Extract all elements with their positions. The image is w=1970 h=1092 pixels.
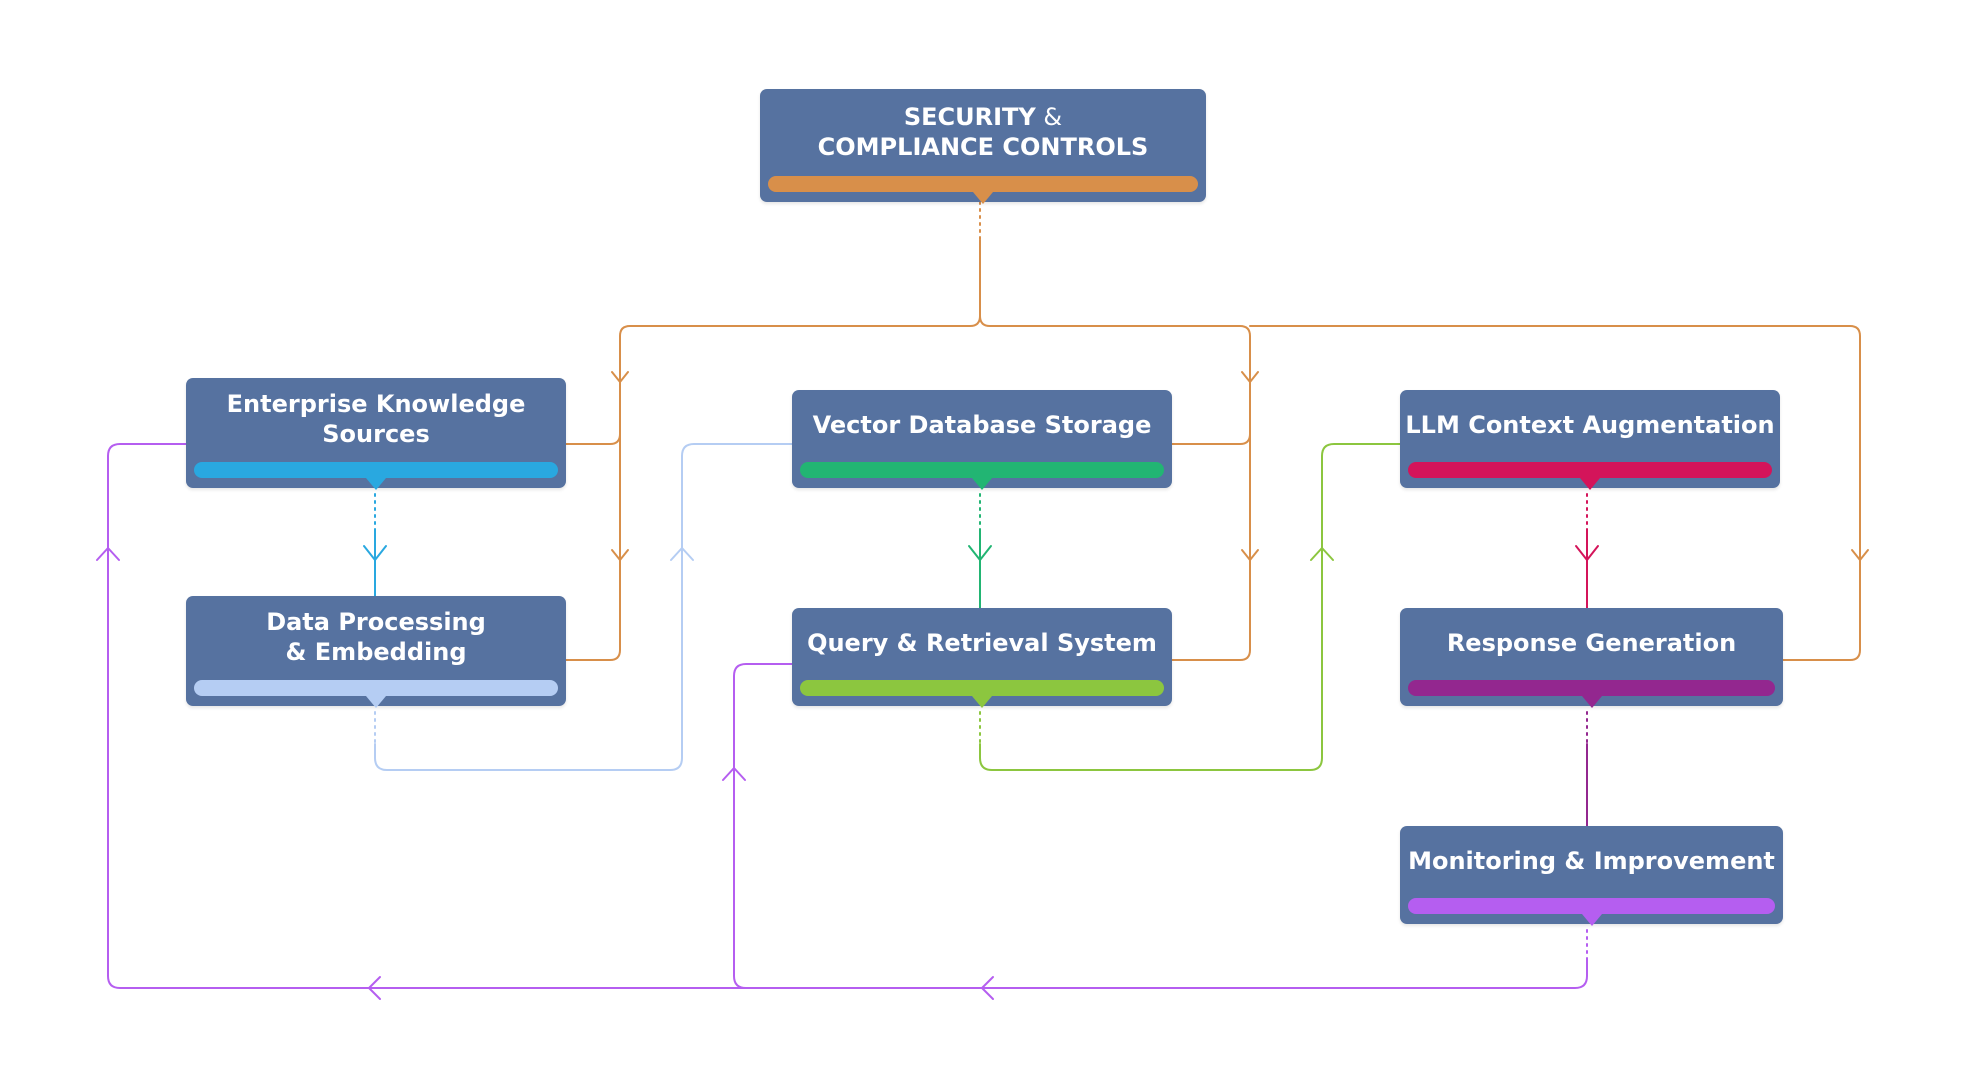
arrow-security-1 bbox=[611, 371, 629, 383]
bar-tip bbox=[366, 696, 386, 708]
label-line-2: COMPLIANCE CONTROLS bbox=[817, 132, 1149, 161]
color-bar bbox=[194, 462, 558, 478]
node-label: Query & Retrieval System bbox=[807, 629, 1157, 657]
arrow-vector bbox=[968, 545, 992, 561]
dataproc-link bbox=[374, 443, 793, 771]
label-main: SECURITY bbox=[903, 102, 1036, 131]
security-trunk bbox=[565, 239, 981, 661]
node-llm-context-augmentation[interactable]: LLM Context Augmentation bbox=[1400, 390, 1780, 490]
node-label: Enterprise Knowledge Sources bbox=[226, 390, 526, 448]
arrow-security-3 bbox=[1241, 371, 1259, 383]
arrow-security-2 bbox=[611, 549, 629, 561]
arrow-enterprise bbox=[363, 545, 387, 561]
security-branch-vector bbox=[979, 315, 1251, 445]
node-query-retrieval-system[interactable]: Query & Retrieval System bbox=[792, 608, 1172, 708]
node-monitoring-improvement[interactable]: Monitoring & Improvement bbox=[1400, 826, 1783, 926]
security-branch-response bbox=[1249, 325, 1861, 661]
node-label: Response Generation bbox=[1446, 629, 1737, 657]
bar-tip bbox=[972, 696, 992, 708]
node-label: Data Processing & Embedding bbox=[266, 608, 486, 666]
monitor-feedback-enterprise bbox=[107, 443, 1588, 989]
node-label: SECURITY & COMPLIANCE CONTROLS bbox=[760, 89, 1206, 174]
security-branch-enterprise bbox=[565, 433, 621, 445]
color-bar bbox=[800, 462, 1164, 478]
label-amp: & bbox=[1035, 102, 1063, 131]
arrow-query bbox=[1310, 547, 1334, 561]
color-bar bbox=[1408, 898, 1775, 914]
node-vector-database-storage[interactable]: Vector Database Storage bbox=[792, 390, 1172, 490]
arrow-security-5 bbox=[1851, 549, 1869, 561]
bar-tip bbox=[972, 478, 992, 490]
arrow-monitor-3 bbox=[368, 976, 381, 1000]
arrow-monitor-1 bbox=[96, 547, 120, 561]
query-link bbox=[979, 443, 1401, 771]
node-label: Vector Database Storage bbox=[812, 411, 1152, 439]
node-security-compliance[interactable]: SECURITY & COMPLIANCE CONTROLS bbox=[760, 89, 1206, 204]
arrow-monitor-4 bbox=[981, 976, 994, 1000]
label-line-1: SECURITY & bbox=[904, 102, 1062, 132]
security-branch-query bbox=[1171, 433, 1251, 661]
bar-tip bbox=[973, 192, 993, 204]
arrow-dataproc bbox=[670, 547, 694, 561]
color-bar bbox=[800, 680, 1164, 696]
arrow-llm bbox=[1575, 545, 1599, 561]
node-label: LLM Context Augmentation bbox=[1405, 411, 1775, 439]
bar-tip bbox=[366, 478, 386, 490]
node-data-processing-embedding[interactable]: Data Processing & Embedding bbox=[186, 596, 566, 708]
arrow-security-4 bbox=[1241, 549, 1259, 561]
node-response-generation[interactable]: Response Generation bbox=[1400, 608, 1783, 708]
color-bar bbox=[194, 680, 558, 696]
node-enterprise-knowledge-sources[interactable]: Enterprise Knowledge Sources bbox=[186, 378, 566, 490]
bar-tip bbox=[1581, 696, 1602, 708]
monitor-feedback-query bbox=[733, 663, 793, 989]
node-label: Monitoring & Improvement bbox=[1408, 847, 1775, 875]
bar-tip bbox=[1580, 478, 1600, 490]
color-bar bbox=[768, 176, 1198, 192]
arrow-monitor-2 bbox=[722, 767, 746, 781]
color-bar bbox=[1408, 680, 1775, 696]
color-bar bbox=[1408, 462, 1772, 478]
bar-tip bbox=[1581, 914, 1602, 926]
